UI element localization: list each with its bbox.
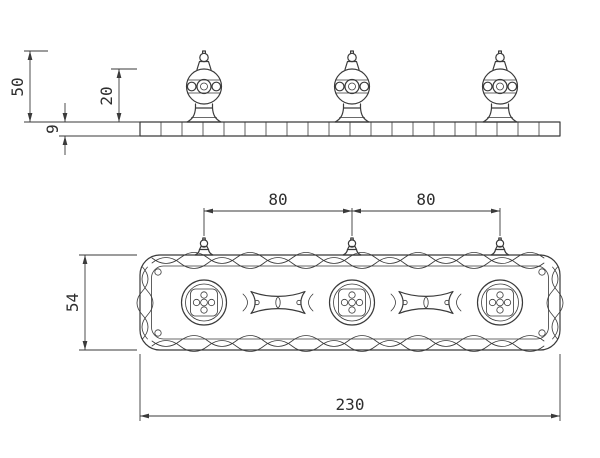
- dim-label-9: 9: [43, 124, 62, 134]
- dim-overall-height: 50: [8, 50, 140, 123]
- scrollwork-border: [136, 252, 564, 352]
- bowtie-ornament-1: [250, 290, 306, 315]
- c-scroll-brackets: [242, 293, 462, 312]
- dim-plate-depth: 54: [63, 254, 137, 351]
- medallion-2: [328, 279, 376, 326]
- medallion-1: [180, 279, 228, 326]
- side-view: [139, 50, 561, 137]
- dim-label-80-right: 80: [416, 190, 435, 209]
- plan-view: [136, 237, 564, 352]
- dim-label-80-left: 80: [268, 190, 287, 209]
- dim-rail-thickness: 9: [43, 103, 140, 155]
- backplate-outline: [139, 254, 561, 351]
- dim-knob-height: 20: [97, 68, 137, 122]
- medallion-3: [476, 279, 524, 326]
- bowtie-ornament-2: [398, 290, 454, 315]
- dim-label-20: 20: [97, 86, 116, 105]
- dim-label-230: 230: [336, 395, 365, 414]
- finial-2: [342, 237, 362, 256]
- knob-2: [333, 50, 371, 123]
- dim-label-54: 54: [63, 293, 82, 312]
- knob-1: [185, 50, 223, 123]
- dim-knob-spacing: 80 80: [203, 190, 501, 236]
- rail-segment-ticks: [160, 121, 540, 137]
- backplate-inner-outline: [151, 265, 549, 340]
- dim-label-50: 50: [8, 77, 27, 96]
- finial-3: [490, 237, 510, 256]
- dim-overall-width: 230: [139, 354, 561, 421]
- finial-1: [194, 237, 214, 256]
- knob-3: [481, 50, 519, 123]
